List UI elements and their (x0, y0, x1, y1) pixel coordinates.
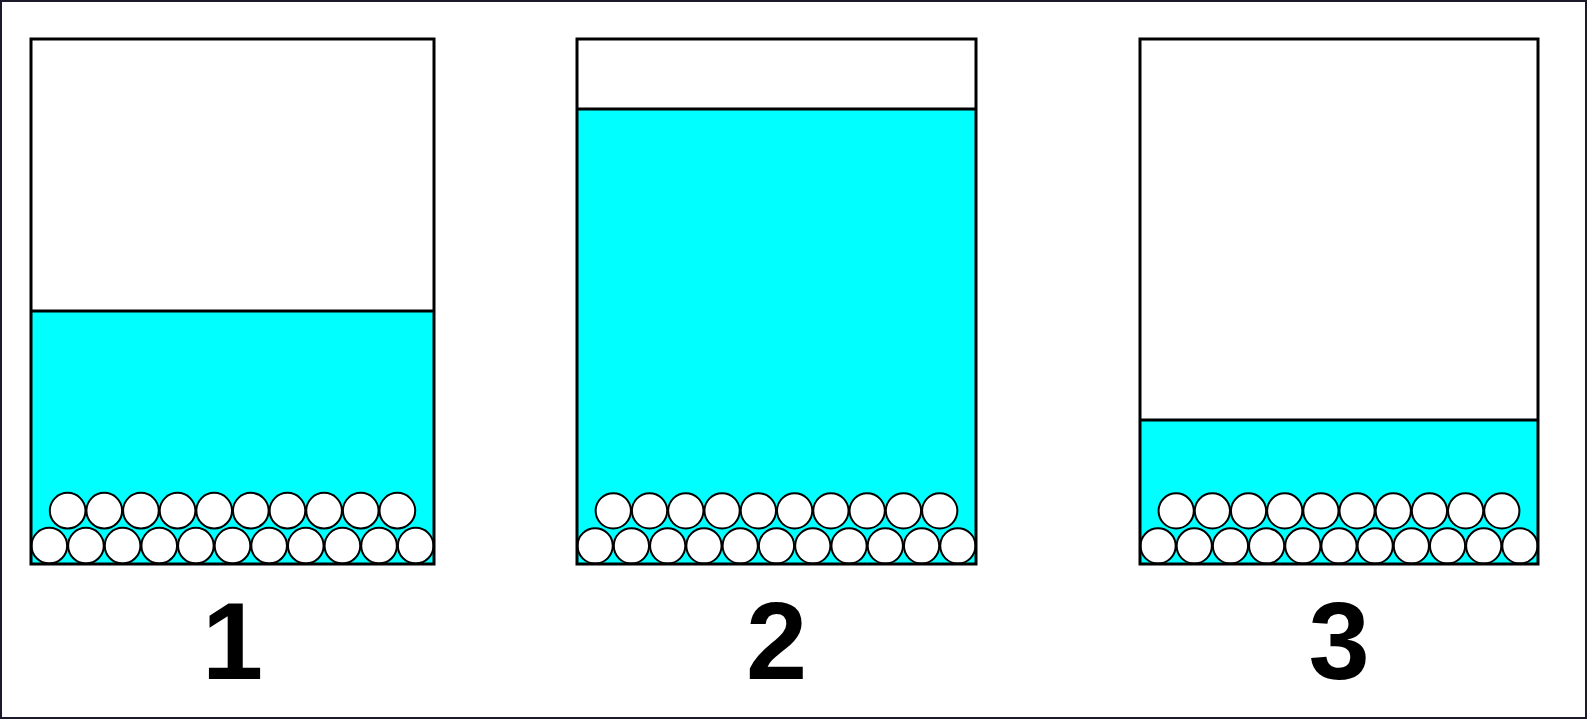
container-outline (31, 39, 434, 564)
bead (741, 493, 776, 528)
bead (343, 493, 379, 529)
bead (1484, 493, 1519, 528)
bead (1394, 528, 1429, 563)
container (31, 39, 434, 564)
bead (68, 528, 104, 564)
bead (50, 493, 86, 529)
bead (632, 493, 667, 528)
bead (813, 493, 848, 528)
bead (1502, 528, 1537, 563)
container-interior (577, 39, 976, 564)
bead (1466, 528, 1501, 563)
container-outline (577, 39, 976, 564)
bead (940, 528, 975, 563)
bead (886, 493, 921, 528)
bead (904, 528, 939, 563)
bead (596, 493, 631, 528)
bead (868, 528, 903, 563)
bead (686, 528, 721, 563)
bead (777, 493, 812, 528)
water-surface (577, 108, 976, 111)
bead (614, 528, 649, 563)
label-holder: 1 (133, 586, 333, 696)
bead (650, 528, 685, 563)
label-holder: 3 (1239, 586, 1439, 696)
bead (361, 528, 397, 564)
bead (795, 528, 830, 563)
bead (1448, 493, 1483, 528)
water-surface (1140, 419, 1538, 422)
bead (1177, 528, 1212, 563)
bead (1231, 493, 1266, 528)
bead (86, 493, 122, 529)
bead (160, 493, 196, 529)
water (1140, 420, 1538, 564)
bead (178, 528, 214, 564)
bead (668, 493, 703, 528)
bead (1249, 528, 1284, 563)
bead (831, 528, 866, 563)
bead (31, 528, 67, 564)
container-interior (31, 39, 434, 564)
bead (288, 528, 324, 564)
container-outline (1140, 39, 1538, 564)
bead (1159, 493, 1194, 528)
container (1140, 39, 1538, 564)
bead (1340, 493, 1375, 528)
bead (105, 528, 141, 564)
bead (1430, 528, 1465, 563)
container-interior (1140, 39, 1538, 564)
bead (1267, 493, 1302, 528)
bead (196, 493, 232, 529)
bead (141, 528, 177, 564)
container-number: 2 (746, 579, 807, 702)
bead (578, 528, 613, 563)
bead (325, 528, 361, 564)
container (577, 39, 976, 564)
bead (850, 493, 885, 528)
bead (380, 493, 416, 529)
container-number: 1 (202, 579, 263, 702)
bead (1141, 528, 1176, 563)
bead (922, 493, 957, 528)
bead (1358, 528, 1393, 563)
bead (1412, 493, 1447, 528)
bead (759, 528, 794, 563)
bead (1285, 528, 1320, 563)
bead (251, 528, 287, 564)
bead (233, 493, 269, 529)
water (31, 311, 434, 564)
bead (270, 493, 306, 529)
bead (1303, 493, 1338, 528)
water (577, 109, 976, 564)
bead (1195, 493, 1230, 528)
label-holder: 2 (677, 586, 877, 696)
bead (1213, 528, 1248, 563)
bead (723, 528, 758, 563)
bead (123, 493, 159, 529)
bead (215, 528, 251, 564)
bead (398, 528, 434, 564)
bead (1321, 528, 1356, 563)
bead (1376, 493, 1411, 528)
bead (306, 493, 342, 529)
container-number: 3 (1308, 579, 1369, 702)
water-surface (31, 310, 434, 313)
bead (704, 493, 739, 528)
